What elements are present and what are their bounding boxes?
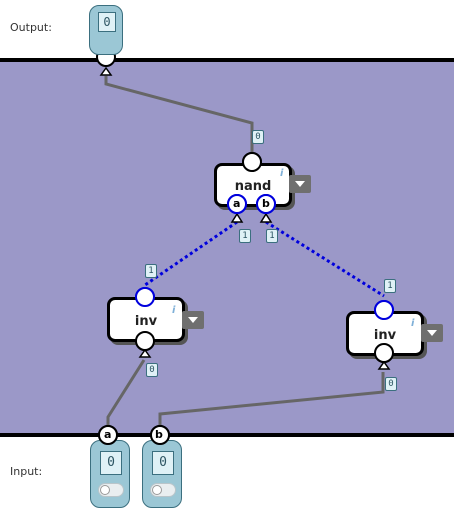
nand-input-b-label-top: b: [262, 197, 270, 210]
inv-gate-1-dropdown-button[interactable]: [182, 311, 204, 329]
chevron-down-icon: [188, 317, 198, 323]
nand-info-icon[interactable]: i: [280, 168, 284, 179]
input-a-name: a: [104, 428, 112, 441]
wire-value-nand-out: 0: [252, 130, 264, 144]
inv1-output-connector-top[interactable]: [135, 287, 155, 307]
nand-input-a-label-top: a: [233, 197, 241, 210]
wire-inv2-to-nand-b[interactable]: [265, 220, 385, 298]
output-panel: [0, 0, 454, 58]
wire-inv1-to-nand-a[interactable]: [144, 220, 238, 287]
wire-value-inv2-out: 1: [384, 279, 396, 293]
output-pin[interactable]: 0: [89, 5, 123, 55]
nand-input-a-arrow: [230, 212, 244, 223]
inv2-input-connector-top[interactable]: [374, 343, 394, 363]
input-a-connector-top[interactable]: [98, 425, 118, 445]
toggle-knob: [100, 485, 110, 495]
wire-value-inv1-in: 0: [146, 363, 158, 377]
output-pin-value: 0: [98, 12, 116, 32]
input-pin-a[interactable]: 0: [90, 440, 130, 508]
input-panel: [0, 437, 454, 512]
nand-output-connector-top[interactable]: [242, 152, 262, 172]
nand-gate-label: nand: [234, 179, 272, 194]
output-pin-arrow: [99, 66, 113, 76]
input-panel-label: Input:: [10, 465, 43, 478]
input-pin-b-value: 0: [152, 451, 174, 475]
wire-input-b-to-inv2[interactable]: [158, 372, 385, 428]
chevron-down-icon: [295, 181, 305, 187]
wire-value-inv2-in: 0: [385, 377, 397, 391]
nand-input-b-connector-top[interactable]: [256, 194, 276, 214]
wire-value-nand-in-a: 1: [239, 229, 251, 243]
input-pin-b-toggle[interactable]: [150, 483, 176, 497]
inv-gate-1-info-icon[interactable]: i: [172, 305, 176, 316]
chevron-down-icon: [427, 330, 437, 336]
nand-input-b-arrow: [259, 212, 273, 223]
output-panel-label: Output:: [10, 21, 52, 34]
input-pin-a-toggle[interactable]: [98, 483, 124, 497]
inv2-input-arrow: [377, 360, 391, 370]
wire-value-nand-in-b: 1: [266, 229, 278, 243]
toggle-knob: [152, 485, 162, 495]
input-pin-b[interactable]: 0: [142, 440, 182, 508]
inv1-input-arrow: [138, 348, 152, 358]
input-b-name: b: [155, 428, 163, 441]
inv-gate-1-label: inv: [134, 314, 158, 329]
nand-dropdown-button[interactable]: [289, 175, 311, 193]
nand-input-a-connector-top[interactable]: [227, 194, 247, 214]
inv1-input-connector-top[interactable]: [135, 331, 155, 351]
input-b-connector-top[interactable]: [150, 425, 170, 445]
inv-gate-2-dropdown-button[interactable]: [421, 324, 443, 342]
inv-gate-2-label: inv: [373, 328, 397, 343]
inv2-output-connector-top[interactable]: [374, 300, 394, 320]
inv-gate-2-info-icon[interactable]: i: [411, 318, 415, 329]
wire-input-a-to-inv1[interactable]: [106, 359, 146, 428]
input-pin-a-value: 0: [100, 451, 122, 475]
circuit-canvas[interactable]: [0, 58, 454, 437]
wire-value-inv1-out: 1: [145, 264, 157, 278]
